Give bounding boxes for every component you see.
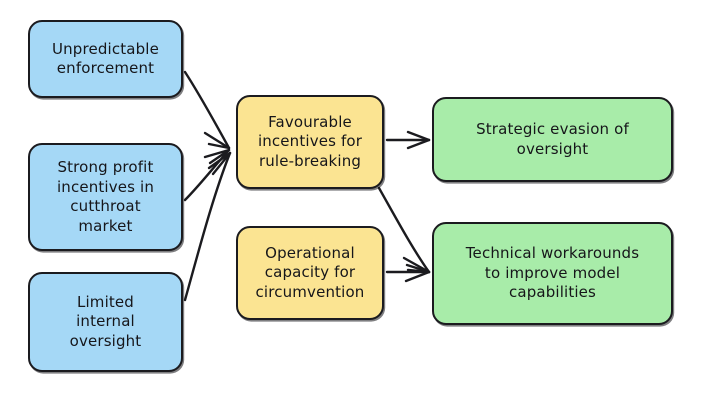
node-label: Favourable incentives for rule-breaking xyxy=(257,112,363,170)
node-strategic-evasion[interactable]: Strategic evasion of oversight xyxy=(432,97,673,182)
edge-operational-to-technical xyxy=(385,263,431,283)
node-favourable-incentives[interactable]: Favourable incentives for rule-breaking xyxy=(236,95,384,189)
node-label: Limited internal oversight xyxy=(69,292,142,350)
node-operational-capacity[interactable]: Operational capacity for circumvention xyxy=(236,226,384,320)
node-label: Strong profit incentives in cutthroat ma… xyxy=(56,158,155,235)
node-technical-workarounds[interactable]: Technical workarounds to improve model c… xyxy=(432,222,673,325)
edge-unpredictable-to-favourable xyxy=(183,70,231,150)
node-label: Strategic evasion of oversight xyxy=(476,120,629,158)
node-label: Operational capacity for circumvention xyxy=(255,243,365,301)
edge-profit-to-favourable xyxy=(183,148,231,202)
node-limited-internal-oversight[interactable]: Limited internal oversight xyxy=(28,272,183,372)
node-unpredictable-enforcement[interactable]: Unpredictable enforcement xyxy=(28,20,183,98)
node-strong-profit-incentives[interactable]: Strong profit incentives in cutthroat ma… xyxy=(28,143,183,251)
node-label: Technical workarounds to improve model c… xyxy=(465,244,640,302)
edge-favourable-to-evasion xyxy=(385,130,431,150)
edge-oversight-to-favourable xyxy=(183,151,232,302)
node-label: Unpredictable enforcement xyxy=(52,39,159,78)
edge-favourable-to-technical xyxy=(377,186,431,274)
